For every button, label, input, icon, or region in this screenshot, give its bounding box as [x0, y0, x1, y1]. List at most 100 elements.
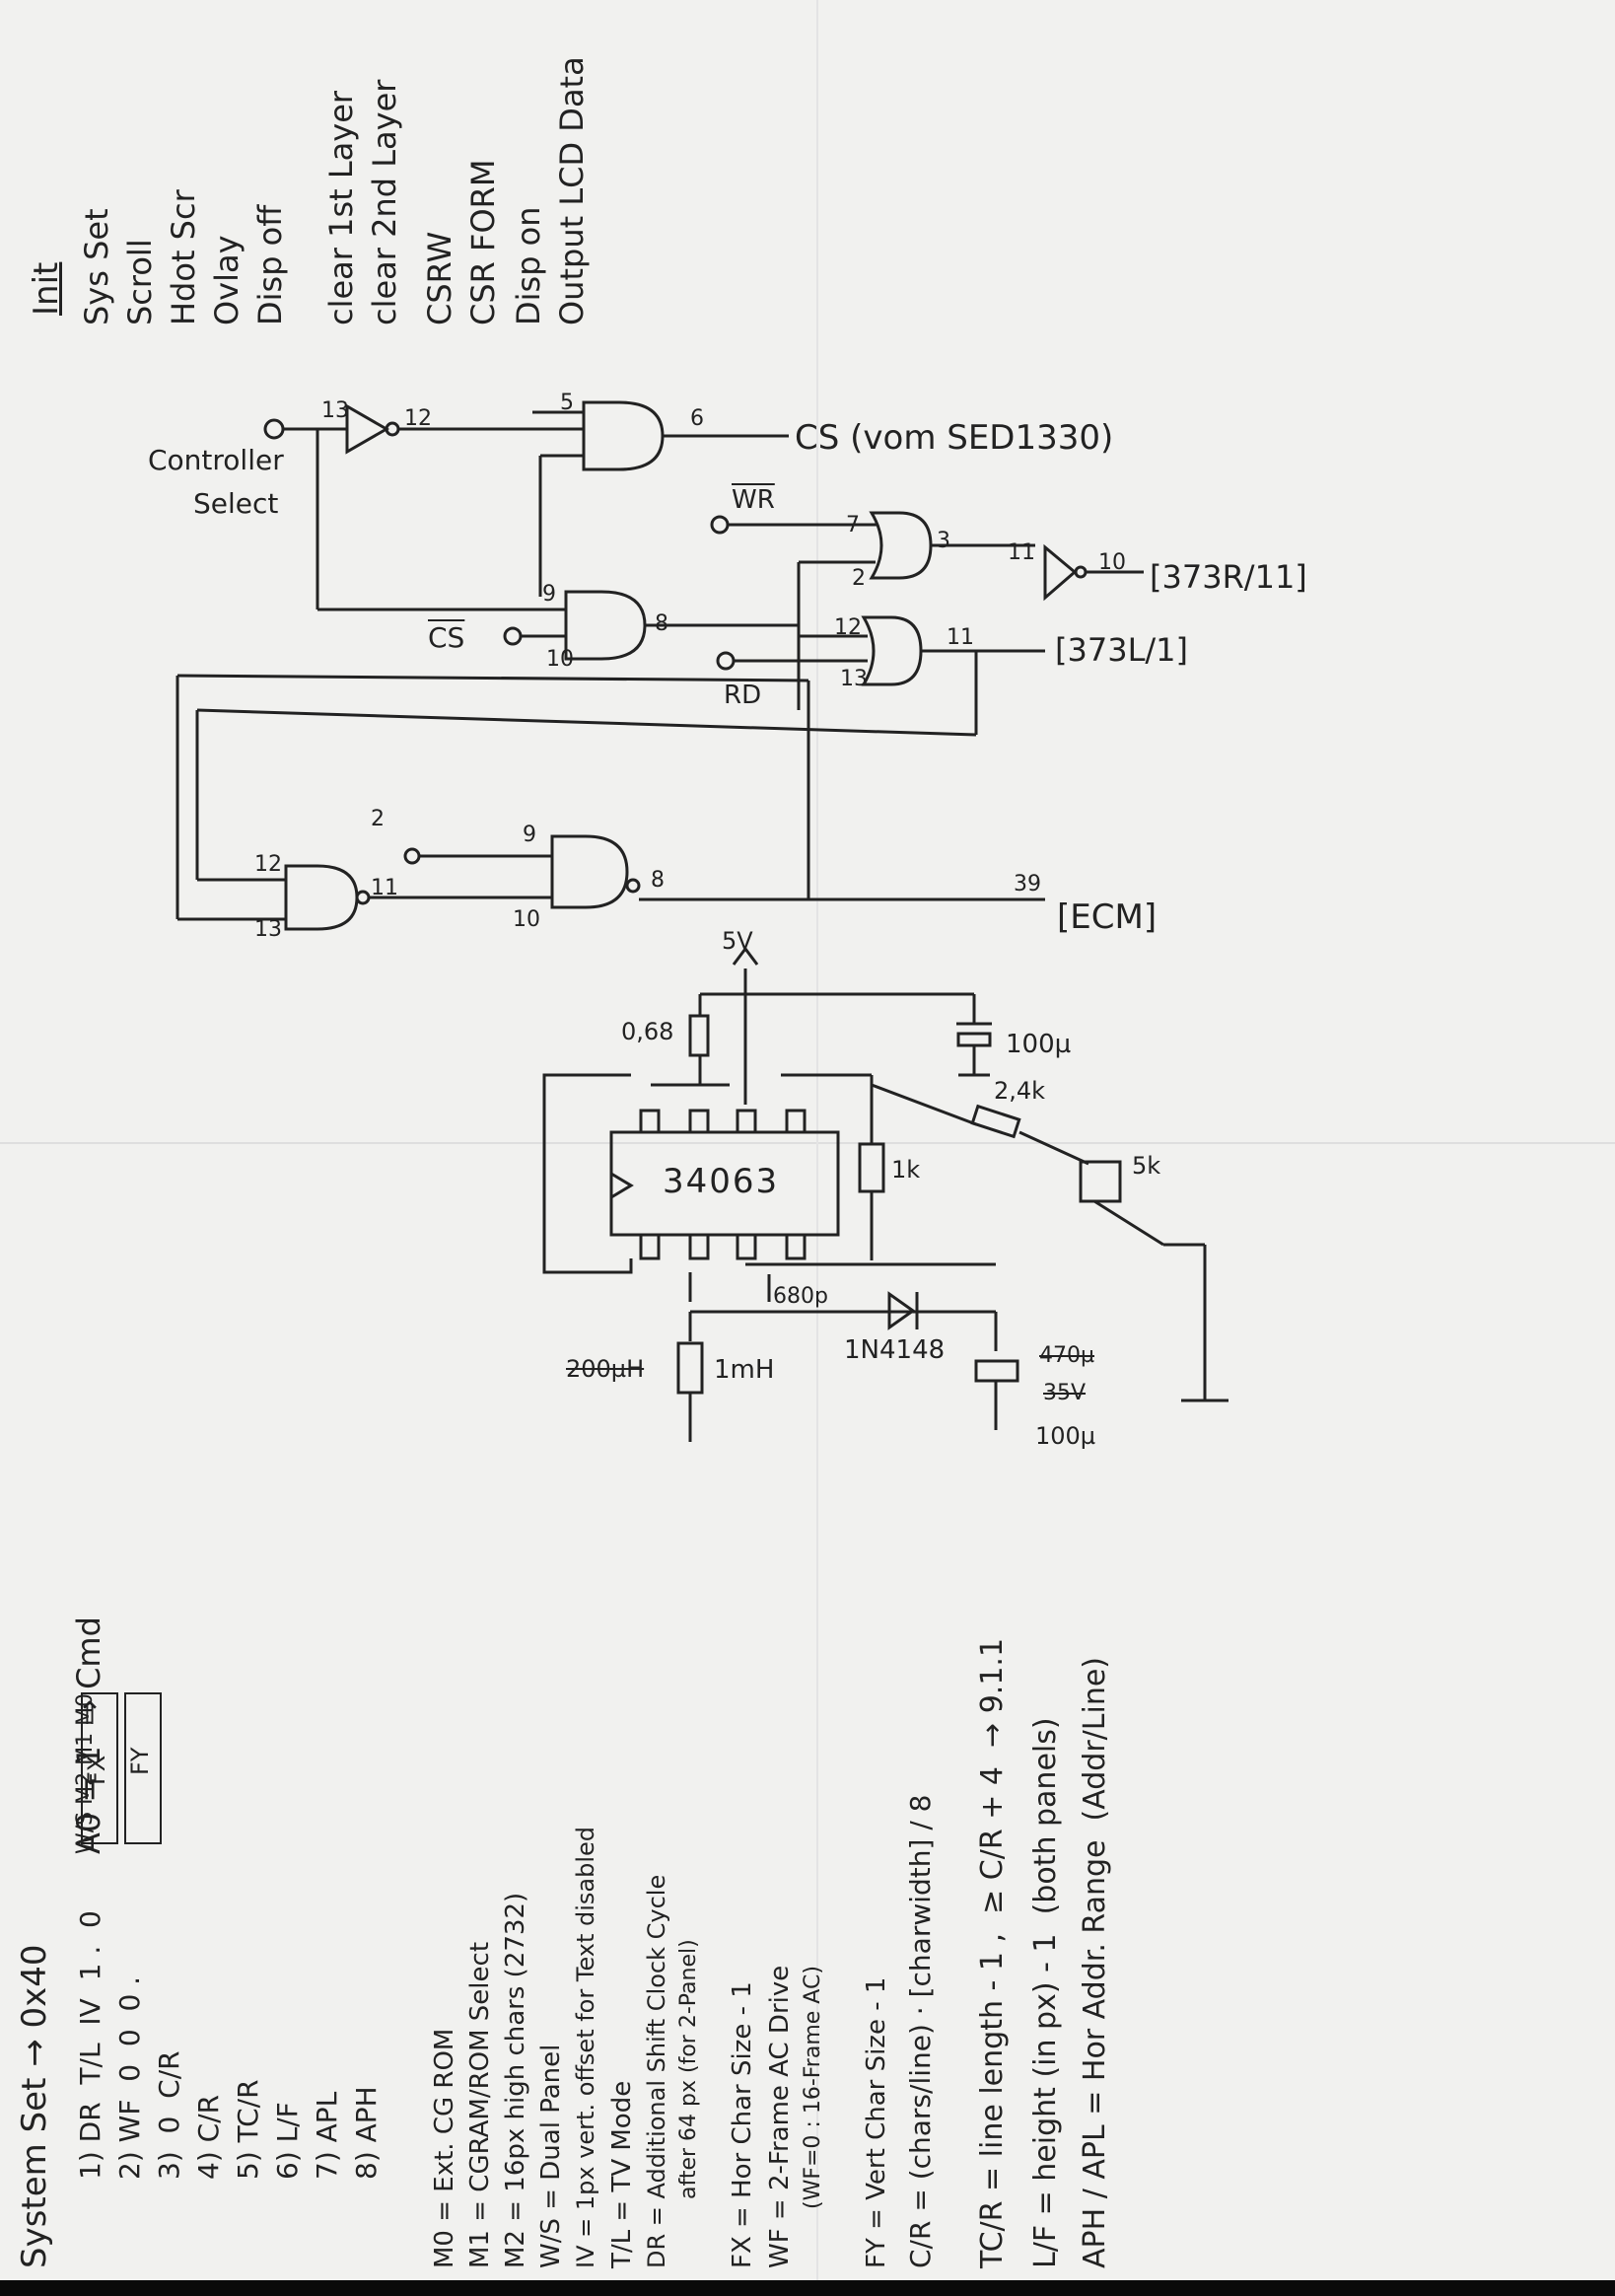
resistor-1k	[858, 1142, 885, 1193]
legend-tl: T/L = TV Mode	[607, 2080, 637, 2268]
c680p-label: 680p	[773, 1284, 828, 1309]
legend-m1: M1 = CGRAM/ROM Select	[465, 1941, 495, 2268]
command-row: 3) 0 C/R	[153, 2050, 185, 2180]
cs-input-label: CS	[428, 621, 465, 654]
pin-label: 5	[560, 391, 574, 415]
c100u-top-label: 100µ	[1006, 1030, 1072, 1059]
inverter-gate-out	[1043, 543, 1078, 602]
controller-select-label: Select	[193, 487, 279, 520]
pin-label: 8	[651, 868, 665, 893]
pin-label: 2	[371, 807, 385, 831]
pin-label: 6	[690, 406, 704, 431]
pin-label: 13	[321, 398, 349, 423]
input-2-pin	[403, 847, 421, 865]
and-gate-lower	[550, 834, 629, 909]
pin-label: 10	[513, 907, 540, 932]
legend-aph: APH / APL = Hor Addr. Range (Addr/Line)	[1078, 1656, 1112, 2268]
command-row: 8) APH	[350, 2086, 383, 2180]
r24k-label: 2,4k	[994, 1077, 1046, 1105]
potentiometer-5k	[1079, 1160, 1122, 1203]
scan-edge	[0, 2280, 1615, 2296]
legend-fy: FY = Vert Char Size - 1	[862, 1976, 891, 2268]
controller-select-pin	[263, 418, 285, 440]
pin-label: 9	[523, 823, 536, 847]
pin-label: 8	[655, 611, 668, 636]
fy-field-box	[124, 1692, 162, 1844]
capacitor-100u-bottom	[974, 1359, 1019, 1383]
legend-dr-2: after 64 px (for 2-Panel)	[676, 1939, 701, 2199]
pin-label: 7	[846, 513, 860, 538]
pin-label: 10	[546, 647, 574, 672]
resistor-068	[688, 1014, 710, 1057]
rd-pin	[716, 651, 736, 671]
fx-field-box	[81, 1692, 118, 1844]
cs-output-label: CS (vom SED1330)	[795, 418, 1114, 458]
ic-label: 34063	[663, 1162, 780, 1201]
ecm-label: [ECM]	[1057, 897, 1158, 937]
inductor-1mh	[676, 1341, 704, 1395]
legend-tcr: TC/R = line length - 1 , ≥ C/R + 4 → 9.1…	[975, 1637, 1010, 2268]
legend-cr: C/R = (chars/line) · [charwidth] / 8	[904, 1794, 937, 2269]
command-row: 5) TC/R	[232, 2079, 264, 2180]
or-gate-rd	[861, 615, 923, 686]
legend-lf: L/F = height (in px) - 1 (both panels)	[1028, 1717, 1063, 2268]
command-row: 2) WF 0 0 0 .	[113, 1975, 146, 2180]
system-set-header: System Set → 0x40	[15, 1944, 54, 2268]
pin-label: 2	[852, 566, 866, 591]
fx-field-label: FX	[83, 1755, 110, 1785]
output-373l-label: [373L/1]	[1055, 631, 1189, 669]
pin-label: 11	[947, 625, 974, 650]
command-row: 7) APL	[311, 2091, 343, 2180]
l1mh-label: 1mH	[714, 1355, 775, 1385]
inverter-gate	[345, 403, 390, 455]
pin-label: 12	[834, 615, 862, 640]
fold-line-vertical	[816, 0, 818, 2296]
command-row: 4) C/R	[192, 2094, 225, 2180]
pin-label: 3	[937, 529, 950, 553]
struck-out-label: 470µ	[1039, 1343, 1094, 1368]
struck-out-label: 35V	[1043, 1381, 1087, 1405]
pin-label: 11	[1008, 540, 1035, 565]
supply-5v-label: 5V	[722, 927, 753, 955]
fy-field-label: FY	[126, 1747, 154, 1775]
pin-label: 39	[1014, 872, 1041, 897]
legend-wf: WF = 2-Frame AC Drive	[765, 1965, 795, 2268]
c100u-bottom-label: 100µ	[1035, 1422, 1096, 1450]
capacitor-100u-top	[956, 1032, 992, 1047]
pin-label: 13	[840, 667, 868, 691]
fold-line-horizontal	[0, 1142, 1615, 1144]
pin-label: 11	[371, 876, 398, 900]
ic-34063	[609, 1130, 840, 1237]
pin-label: 12	[404, 406, 432, 431]
struck-out-label: 200µH	[566, 1355, 645, 1383]
diode-label: 1N4148	[844, 1335, 946, 1365]
command-row: 6) L/F	[271, 2102, 304, 2180]
legend-ws: W/S = Dual Panel	[536, 2044, 566, 2268]
diode-1n4148	[887, 1291, 919, 1330]
and-gate-9-10	[564, 590, 647, 661]
pin-label: 9	[542, 582, 556, 607]
command-row: 1) DR T/L IV 1 . 0	[74, 1910, 106, 2180]
controller-select-label: Controller	[148, 444, 284, 476]
r5k-label: 5k	[1132, 1152, 1161, 1180]
or-gate-wr	[869, 511, 933, 580]
wr-label: WR	[732, 485, 775, 515]
legend-m0: M0 = Ext. CG ROM	[430, 2028, 459, 2268]
legend-iv: IV = 1px vert. offset for Text disabled	[572, 1826, 599, 2268]
legend-wf-2: (WF=0 : 16-Frame AC)	[801, 1966, 825, 2209]
r1k-label: 1k	[891, 1156, 921, 1184]
wr-pin	[710, 515, 730, 535]
output-373r-label: [373R/11]	[1150, 558, 1307, 596]
and-gate-cs	[582, 400, 665, 471]
rd-label: RD	[724, 681, 762, 710]
pin-label: 12	[254, 852, 282, 877]
legend-dr: DR = Additional Shift Clock Cycle	[643, 1874, 670, 2268]
legend-fx: FX = Hor Char Size - 1	[728, 1981, 757, 2268]
nand-gate	[284, 864, 359, 931]
r068-label: 0,68	[621, 1018, 674, 1045]
pin-label: 10	[1098, 550, 1126, 575]
pin-label: 13	[254, 917, 282, 942]
resistor-2-4k	[970, 1104, 1021, 1139]
